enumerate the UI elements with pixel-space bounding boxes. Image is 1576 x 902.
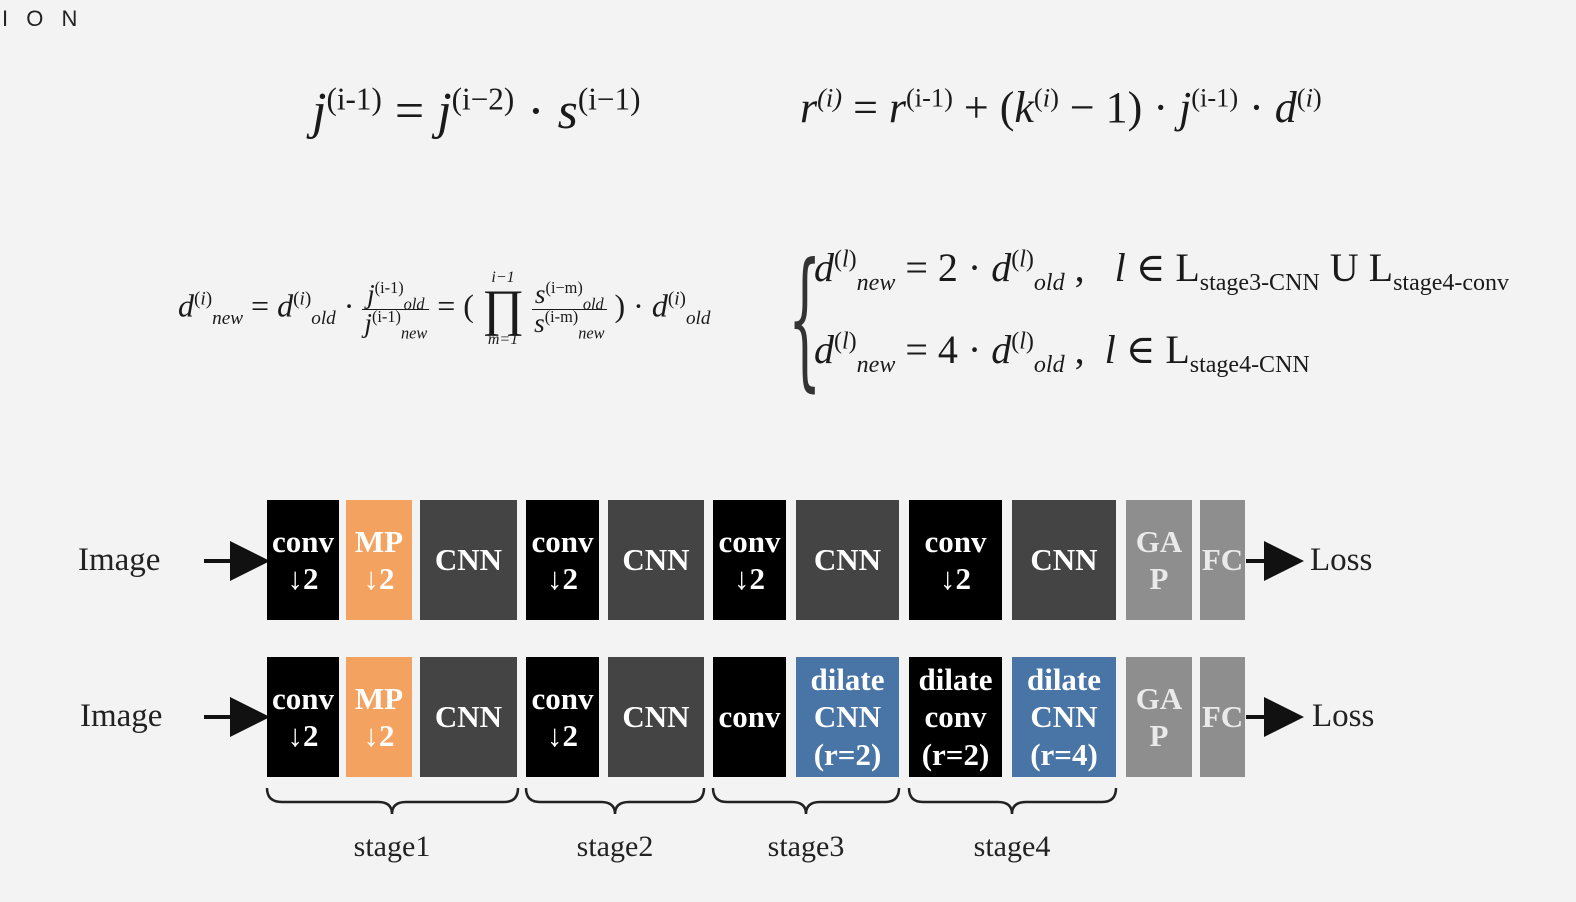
cnn-block: CNN [420, 500, 517, 620]
eq-index: (i−2) [451, 81, 515, 117]
output-label-row2: Loss [1312, 698, 1375, 734]
corner-title-fragment: I O N [2, 6, 84, 31]
eq-dot: · [527, 83, 545, 140]
cnn-block: CNN [420, 657, 517, 777]
left-brace: { [788, 232, 822, 406]
conv-downsample-block: conv↓2 [713, 500, 786, 620]
input-label-row1: Image [78, 542, 161, 578]
cnn-block: CNN [796, 500, 899, 620]
stage2-brace [524, 787, 706, 815]
cnn-block: CNN [608, 657, 704, 777]
dilation-equation: d(i)new = d(i)old · j(i-1)old j(i-1)new … [178, 269, 711, 349]
eq-index: (i-1) [326, 81, 382, 117]
fc-block: FC [1200, 657, 1245, 777]
factor-value: 2 [937, 245, 958, 290]
cnn-block: CNN [608, 500, 704, 620]
stage4-brace [907, 787, 1118, 815]
stage3-label: stage3 [767, 830, 845, 863]
fc-block: FC [1200, 500, 1245, 620]
stage3-brace [711, 787, 901, 815]
case-row-1: d(l)new = 2 · d(l)old , l ∈ Lstage3-CNN … [814, 245, 1510, 296]
eq-index: (i−1) [577, 81, 641, 117]
jump-equation: j(i-1) = j(i−2) · s(i−1) [312, 81, 641, 140]
eq-var: j [312, 83, 327, 140]
case-row-2: d(l)new = 4 · d(l)old , l ∈ Lstage4-CNN [814, 327, 1310, 378]
stage1-brace [265, 787, 520, 815]
input-label-row2: Image [80, 698, 163, 734]
factor-value: 4 [937, 327, 958, 372]
conv-downsample-block: conv↓2 [909, 500, 1002, 620]
maxpool-block: MP↓2 [346, 500, 412, 620]
eq-var: s [557, 83, 578, 140]
conv-downsample-block: conv↓2 [526, 500, 599, 620]
output-label-row1: Loss [1310, 542, 1373, 578]
conv-block: conv [713, 657, 786, 777]
receptive-field-equation: r(i) = r(i-1) + (k(i) − 1) · j(i-1) · d(… [800, 82, 1322, 132]
stage1-label: stage1 [353, 830, 431, 863]
cnn-block: CNN [1012, 500, 1116, 620]
eq-var: j [437, 83, 452, 140]
conv-downsample-block: conv↓2 [526, 657, 599, 777]
maxpool-block: MP↓2 [346, 657, 412, 777]
piecewise-dilation-equation: { d(l)new = 2 · d(l)old , l ∈ Lstage3-CN… [788, 238, 1528, 398]
stage2-label: stage2 [576, 830, 654, 863]
conv-downsample-block: conv↓2 [267, 657, 339, 777]
conv-downsample-block: conv↓2 [267, 500, 339, 620]
stage4-label: stage4 [973, 830, 1051, 863]
